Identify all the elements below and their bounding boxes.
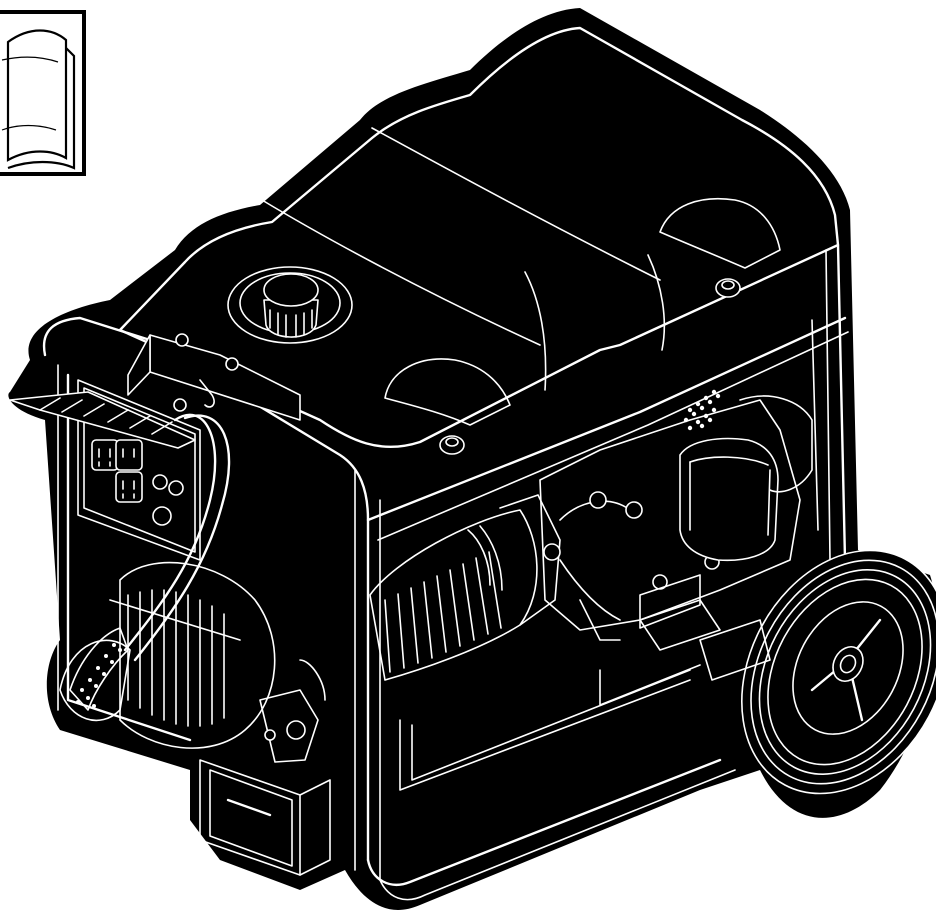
- breaker-switch: [152, 474, 184, 526]
- spark-arrestor: [69, 627, 129, 711]
- fuel-valve: [259, 659, 326, 763]
- control-panel: [9, 333, 301, 561]
- outlet-middle: [115, 471, 143, 503]
- axle-bracket: [639, 599, 771, 681]
- engine-vent-grille: [683, 389, 813, 493]
- air-cleaner: [679, 437, 779, 562]
- outlet-right: [115, 439, 143, 471]
- manual-book-icon: [0, 10, 86, 176]
- fuel-hose: [123, 398, 231, 662]
- fuel-tank: [118, 26, 840, 449]
- fuel-cap: [227, 266, 353, 344]
- engine-block: [539, 399, 801, 641]
- generator-body: [8, 8, 936, 910]
- battery-box: [199, 759, 331, 876]
- wheel: [741, 549, 936, 795]
- tank-bolt-rear: [715, 278, 741, 298]
- outlet-left: [91, 439, 119, 471]
- muffler: [59, 561, 276, 749]
- panel-cover: [9, 391, 196, 449]
- engine-switch-box: [127, 333, 301, 421]
- tank-bolt-front: [439, 435, 465, 455]
- alternator: [369, 494, 561, 681]
